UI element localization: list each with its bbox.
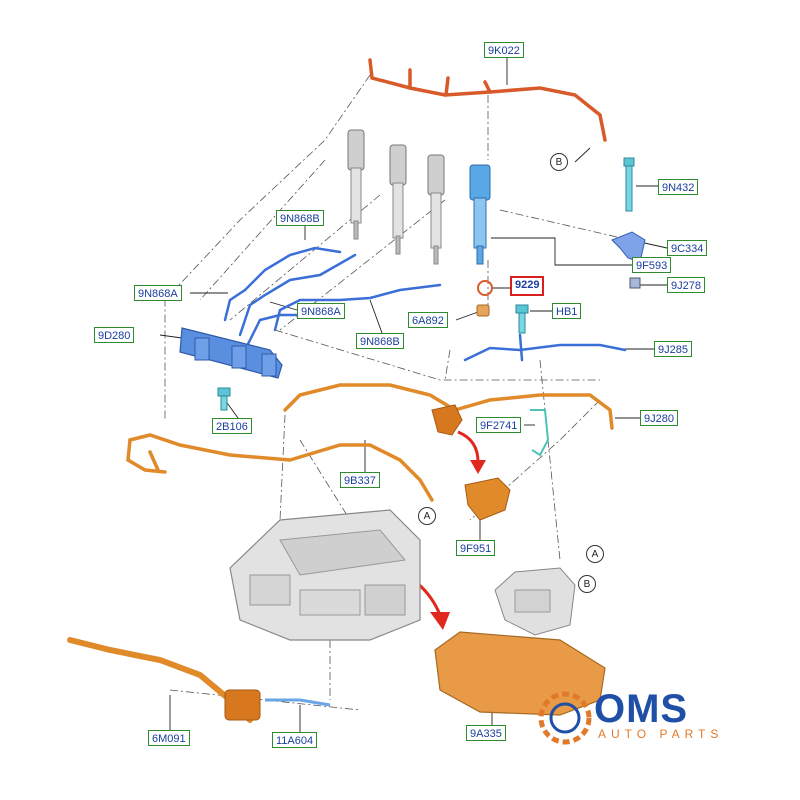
sensor-11a604 [265,698,331,707]
fuel-lines [223,246,627,362]
hb1-bolt [515,304,529,334]
label-9k022[interactable]: 9K022 [484,42,524,58]
label-9j285[interactable]: 9J285 [654,341,692,357]
callout-b-top: B [550,153,568,171]
label-9n868a-mid[interactable]: 9N868A [297,303,345,319]
label-9j280[interactable]: 9J280 [640,410,678,426]
nut-9j278 [629,277,641,289]
pipe-9f2741 [530,409,550,457]
engine-right-part [494,567,576,636]
manifold-9a335 [434,631,606,716]
label-9f2741[interactable]: 9F2741 [476,417,522,433]
label-2b106[interactable]: 2B106 [212,418,252,434]
callout-b-right: B [578,575,596,593]
label-9c334[interactable]: 9C334 [667,240,708,256]
label-9d280[interactable]: 9D280 [94,327,135,343]
washer-6a892 [476,304,490,317]
connector-mid [431,404,463,436]
label-6m091[interactable]: 6M091 [148,730,190,746]
fuel-rail-9d280 [179,327,283,379]
label-9n868b-top[interactable]: 9N868B [276,210,324,226]
label-9n868a-left[interactable]: 9N868A [134,285,182,301]
label-9n432[interactable]: 9N432 [658,179,699,195]
callout-a-right: A [586,545,604,563]
logo-sub-text: AUTO PARTS [598,727,724,741]
o-ring-9229 [477,280,493,296]
callout-a-mid: A [418,507,436,525]
bolt-2b106 [217,387,231,411]
injector-highlighted [469,164,491,265]
label-9f951[interactable]: 9F951 [456,540,496,556]
sensor-6m091 [67,637,261,723]
label-9n868b-bottom[interactable]: 9N868B [356,333,404,349]
label-9j278[interactable]: 9J278 [667,277,705,293]
label-hb1[interactable]: HB1 [552,303,582,319]
label-9a335[interactable]: 9A335 [466,725,506,741]
injector-3 [427,154,445,265]
bolt-9n432 [623,157,635,212]
injector-2 [389,144,407,255]
label-9b337[interactable]: 9B337 [340,472,380,488]
label-11a604[interactable]: 11A604 [272,732,318,748]
label-6a892[interactable]: 6A892 [408,312,448,328]
connector-9f951 [464,477,511,521]
injectors [347,129,491,265]
oms-logo: OMS AUTO PARTS [530,683,760,753]
harness-9k022 [368,58,607,142]
engine-block [229,509,421,641]
injector-1 [347,129,365,240]
label-9229[interactable]: 9229 [510,276,545,296]
arrow-heads [430,460,486,630]
logo-gear-icon [538,691,592,745]
label-9f593[interactable]: 9F593 [632,257,672,273]
logo-main-text: OMS [594,687,689,731]
